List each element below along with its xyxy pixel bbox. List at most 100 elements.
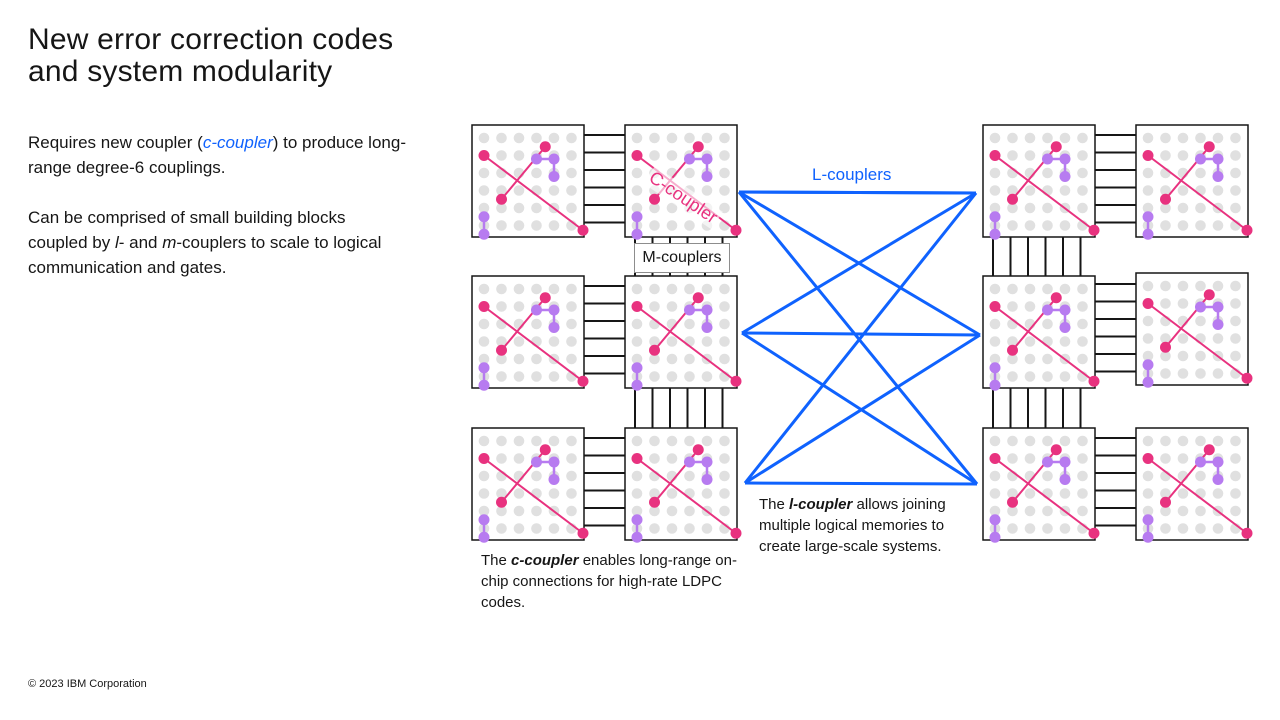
l-coupler-line [744, 481, 978, 486]
qubit-node [684, 220, 695, 231]
qubit-node [531, 220, 542, 231]
qubit-node [1195, 368, 1206, 379]
caption-l-before: The [759, 496, 790, 513]
qubit-node [1160, 435, 1171, 447]
qubit-node [1195, 167, 1206, 179]
qubit-node [701, 185, 713, 196]
qubit-node [1007, 353, 1018, 365]
local-qubit [1059, 474, 1071, 485]
qubit-node [1042, 523, 1053, 534]
qubit-node [649, 371, 660, 382]
qubit-node [513, 353, 525, 365]
qubit-node [513, 371, 525, 382]
qubit-node [1230, 167, 1241, 179]
caption-c-before: The [481, 552, 512, 569]
qubit-node [649, 505, 660, 517]
local-qubit [1142, 514, 1154, 526]
qubit-node [1042, 283, 1053, 295]
qubit-node [1212, 220, 1224, 231]
qubit-node [496, 336, 507, 347]
qubit-node [666, 505, 678, 517]
qubit-node [496, 371, 507, 382]
qubit-node [1024, 132, 1036, 144]
qubit-node [631, 353, 643, 365]
qubit-node [684, 353, 695, 365]
qubit-node [631, 470, 643, 482]
qubit-node [513, 336, 525, 347]
qubit-node [1007, 150, 1018, 161]
qubit-node [666, 132, 678, 144]
qubit-node [701, 488, 713, 499]
coupled-qubit [539, 292, 551, 304]
qubit-node [631, 336, 643, 347]
qubit-node [649, 283, 660, 295]
qubit-node [649, 453, 660, 464]
qubit-node [666, 336, 678, 347]
qubit-node [1059, 336, 1071, 347]
qubit-node [1024, 435, 1036, 447]
qubit-node [566, 150, 577, 161]
qubit-node [701, 435, 713, 447]
qubit-node [1230, 280, 1241, 292]
qubit-node [1212, 368, 1224, 379]
local-qubit [1195, 456, 1206, 468]
qubit-node [513, 283, 525, 295]
coupled-qubit [539, 141, 551, 153]
qubit-node [1230, 505, 1241, 517]
copyright-footer: © 2023 IBM Corporation [28, 678, 147, 690]
qubit-node [1024, 353, 1036, 365]
qubit-node [1160, 298, 1171, 309]
p1-text-after: ) to produce long-range degree-6 couplin… [28, 133, 406, 177]
qubit-node [531, 167, 542, 179]
chip-frame [624, 124, 738, 238]
qubit-node [1160, 453, 1171, 464]
qubit-node [1059, 435, 1071, 447]
local-qubit [531, 456, 542, 468]
caption-c-coupler: The c-coupler enables long-range on-chip… [481, 550, 741, 613]
qubit-node [1195, 505, 1206, 517]
qubit-node [1212, 523, 1224, 534]
qubit-node [666, 523, 678, 534]
qubit-node [478, 202, 490, 214]
coupled-qubit [730, 375, 742, 387]
coupled-qubit [1203, 289, 1215, 301]
qubit-node [513, 150, 525, 161]
qubit-node [1007, 505, 1018, 517]
qubit-node [566, 185, 577, 196]
qubit-node [649, 150, 660, 161]
qubit-node [719, 283, 730, 295]
local-qubit [1212, 171, 1224, 182]
slide-title: New error correction codes and system mo… [28, 24, 393, 88]
qubit-node [1177, 333, 1189, 344]
local-qubit [989, 362, 1001, 374]
qubit-node [1160, 523, 1171, 534]
qubit-node [1077, 132, 1088, 144]
qubit-node [989, 435, 1001, 447]
l-coupler-line [741, 331, 981, 337]
qubit-node [1230, 435, 1241, 447]
local-qubit [1059, 304, 1071, 316]
qubit-node [496, 523, 507, 534]
l-coupler-line [743, 192, 978, 484]
qubit-node [631, 318, 643, 330]
caption-c-after: enables long-range on-chip connections f… [481, 552, 737, 611]
qubit-node [989, 185, 1001, 196]
qubit-node [1077, 336, 1088, 347]
chip-frame [624, 275, 738, 389]
qubit-node [1077, 470, 1088, 482]
qubit-node [548, 336, 560, 347]
local-qubit [548, 304, 560, 316]
coupled-qubit [1050, 292, 1062, 304]
qubit-node [1142, 435, 1154, 447]
qubit-node [1077, 202, 1088, 214]
qubit-node [989, 318, 1001, 330]
qubit-node [1160, 185, 1171, 196]
qubit-node [1007, 301, 1018, 312]
local-qubit [531, 153, 542, 165]
qubit-node [496, 505, 507, 517]
caption-l-term: l-coupler [789, 496, 853, 513]
qubit-node [631, 283, 643, 295]
paragraph-c-coupler: Requires new coupler (c-coupler) to prod… [28, 130, 408, 180]
chip-module [624, 275, 742, 391]
chip-frame [471, 124, 585, 238]
